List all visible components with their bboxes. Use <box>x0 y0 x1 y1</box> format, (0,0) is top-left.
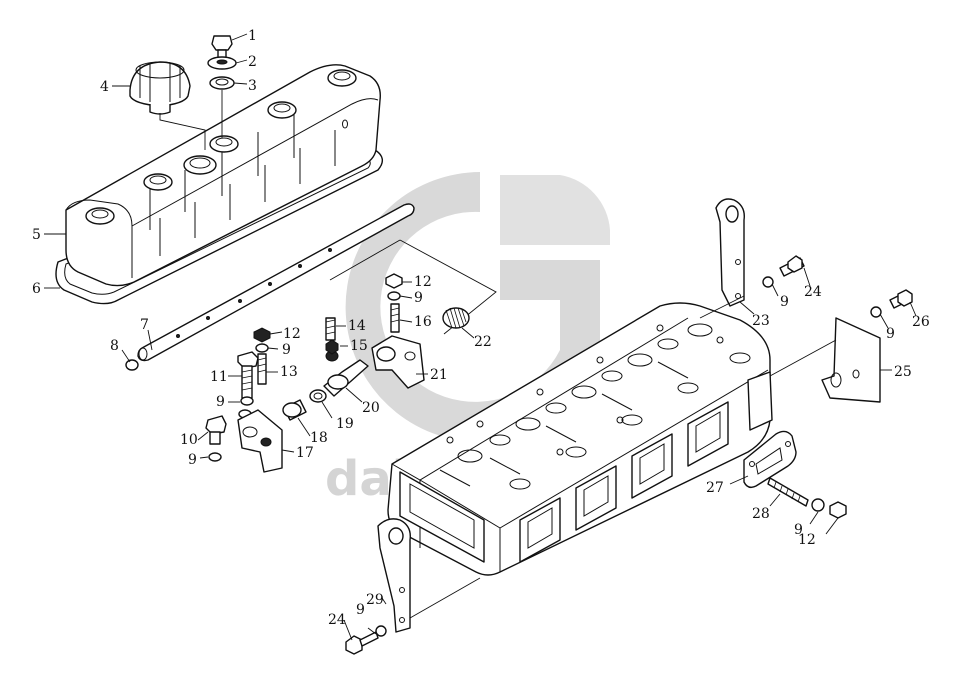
rocker-support <box>237 409 283 473</box>
rocker-shaft <box>137 203 415 362</box>
callout-leaders <box>44 33 917 641</box>
eye-bolt <box>779 255 805 277</box>
callout-9: 9 <box>282 342 291 358</box>
lifting-eye-front <box>377 518 411 633</box>
rocker-support-end <box>371 335 425 389</box>
callout-2: 2 <box>248 54 257 70</box>
oil-filler-cap <box>129 61 191 115</box>
rubber-washer <box>209 76 235 90</box>
exhaust-stud <box>767 477 809 507</box>
callout-5: 5 <box>32 227 41 243</box>
leader-eye-to-head <box>409 577 481 619</box>
callout-13: 13 <box>280 364 298 380</box>
rocker-bushing <box>282 399 307 421</box>
leader-cap-to-cover <box>159 113 206 150</box>
washer-small <box>375 625 387 637</box>
lock-nut <box>385 273 403 289</box>
callout-9: 9 <box>188 452 197 468</box>
callout-9: 9 <box>414 290 423 306</box>
washer-small <box>240 396 254 406</box>
callout-25: 25 <box>894 364 912 380</box>
callout-12: 12 <box>283 326 301 342</box>
leader-bracket-to-head <box>769 339 837 377</box>
washer-small <box>208 452 222 462</box>
washer-small <box>870 306 882 318</box>
callout-9: 9 <box>886 326 895 342</box>
lifting-eye-rear <box>715 198 745 307</box>
lock-nut <box>829 501 847 519</box>
callout-1: 1 <box>248 28 257 44</box>
callout-29: 29 <box>366 592 384 608</box>
callout-14: 14 <box>348 318 366 334</box>
washer-small <box>387 291 401 301</box>
cover-bolt <box>211 35 233 59</box>
callout-labels: 1 2 3 4 5 6 7 8 9 9 9 9 9 9 9 9 10 11 12… <box>32 28 930 628</box>
bracket-bolt <box>889 289 913 309</box>
valve-cover <box>65 64 381 287</box>
callout-9: 9 <box>794 522 803 538</box>
callout-3: 3 <box>248 78 257 94</box>
washer-small <box>762 276 774 288</box>
exhaust-gasket <box>743 430 797 489</box>
callout-9: 9 <box>356 602 365 618</box>
callout-10: 10 <box>180 432 198 448</box>
callout-23: 23 <box>752 313 770 329</box>
callout-15: 15 <box>350 338 368 354</box>
shaft-plug <box>125 359 139 371</box>
adjusting-screw <box>257 353 267 385</box>
seal-washer <box>207 56 237 70</box>
callout-12: 12 <box>798 532 816 548</box>
support-bolt-short <box>205 415 227 445</box>
adjusting-screw <box>390 303 400 333</box>
callout-16: 16 <box>414 314 432 330</box>
washer-small <box>255 343 269 353</box>
callout-27: 27 <box>706 480 724 496</box>
callout-21: 21 <box>430 367 448 383</box>
washer-small <box>811 498 825 512</box>
callout-4: 4 <box>100 79 109 95</box>
callout-6: 6 <box>32 281 41 297</box>
callout-24: 24 <box>328 612 346 628</box>
callout-26: 26 <box>912 314 930 330</box>
callout-20: 20 <box>362 400 380 416</box>
callout-7: 7 <box>140 317 149 333</box>
callout-11: 11 <box>210 369 228 385</box>
callout-8: 8 <box>110 338 119 354</box>
watermark-logo <box>345 172 610 442</box>
callout-17: 17 <box>296 445 314 461</box>
callout-12: 12 <box>414 274 432 290</box>
cylinder-head <box>387 302 773 576</box>
callout-28: 28 <box>752 506 770 522</box>
callout-9: 9 <box>216 394 225 410</box>
support-bolt-long <box>237 351 259 399</box>
eye-bolt <box>345 631 379 655</box>
lock-nut <box>325 339 339 355</box>
lock-nut <box>253 327 271 343</box>
mounting-bracket <box>821 317 881 403</box>
shaft-spring <box>442 307 470 329</box>
callout-24: 24 <box>804 284 822 300</box>
callout-18: 18 <box>310 430 328 446</box>
rocker-spacer <box>309 389 327 403</box>
adjusting-screw <box>325 317 336 341</box>
callout-19: 19 <box>336 416 354 432</box>
callout-9: 9 <box>780 294 789 310</box>
callout-22: 22 <box>474 334 492 350</box>
leader-eye-to-head <box>699 295 745 319</box>
